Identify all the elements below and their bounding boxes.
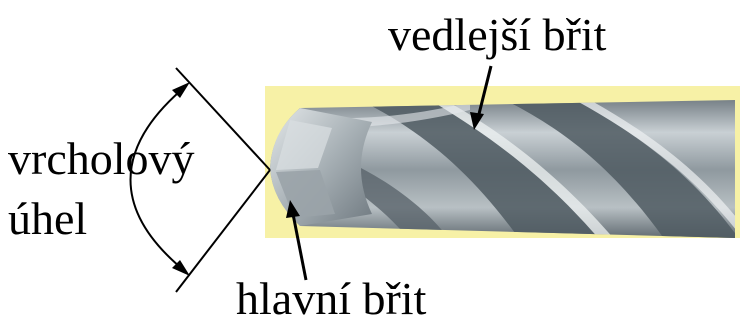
- apex-angle-label-line2: úhel: [8, 196, 87, 242]
- main-edge-label: hlavní břit: [236, 276, 426, 322]
- secondary-edge-label: vedlejší břit: [388, 12, 606, 58]
- drill-bit: [260, 95, 740, 245]
- apex-angle-label-line1: vrcholový: [8, 136, 195, 182]
